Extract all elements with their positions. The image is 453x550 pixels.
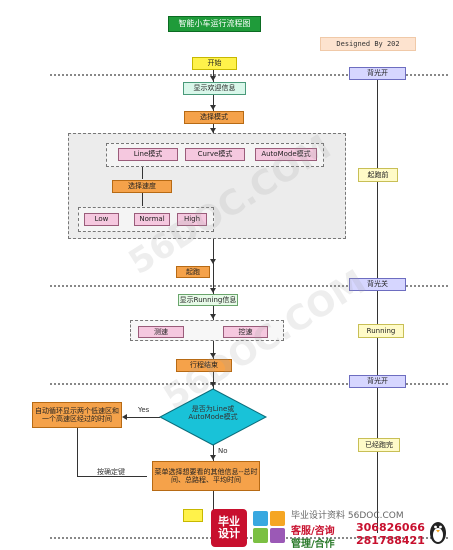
select-speed-node: 选择速度 bbox=[112, 180, 172, 193]
decision-text: 是否为Line或AutoMode模式 bbox=[188, 405, 238, 422]
menu-other-info-node: 菜单选择想要看的其他信息--总时间、总路程、平均时间 bbox=[152, 461, 260, 491]
run-node: 起跑 bbox=[176, 266, 210, 278]
arrow-welcome-mode bbox=[210, 105, 216, 110]
speed-normal-option: Normal bbox=[134, 213, 170, 226]
backlight-on-state-2: 背光开 bbox=[349, 375, 406, 388]
running-state: Running bbox=[358, 324, 404, 338]
start-node: 开始 bbox=[192, 57, 237, 70]
footer-manage-label: 管理/合作 bbox=[291, 539, 335, 550]
arrow-group-run bbox=[210, 259, 216, 264]
phase-divider-2 bbox=[50, 285, 448, 287]
puzzle-icon bbox=[253, 511, 285, 543]
welcome-node: 显示欢迎信息 bbox=[183, 82, 246, 95]
speed-to-options-line bbox=[142, 193, 143, 206]
speed-high-option: High bbox=[177, 213, 207, 226]
arrow-monitor-end bbox=[210, 353, 216, 358]
end-node bbox=[183, 509, 203, 522]
running-info-node: 显示Running信息 bbox=[178, 294, 238, 306]
designed-by-label: Designed By 202 bbox=[320, 37, 416, 51]
diagram-title: 智能小车运行流程图 bbox=[168, 16, 261, 32]
mode-line-option: Line模式 bbox=[118, 148, 178, 161]
arrow-no-menu bbox=[210, 455, 216, 460]
speed-measure-option: 测速 bbox=[138, 326, 184, 338]
mode-to-speed-line bbox=[142, 167, 143, 179]
arrow-end-decision bbox=[210, 382, 216, 387]
footer-logo: 毕业 设计 bbox=[211, 509, 247, 547]
penguin-icon bbox=[430, 522, 446, 544]
footer-logo-line2: 设计 bbox=[218, 527, 240, 540]
end-run-node: 行程结束 bbox=[176, 359, 232, 372]
before-run-state: 起跑前 bbox=[358, 168, 398, 182]
arrow-yes bbox=[122, 414, 127, 420]
speed-low-option: Low bbox=[84, 213, 119, 226]
confirm-key-label: 按确定键 bbox=[97, 468, 125, 476]
decision-diamond bbox=[158, 388, 268, 446]
arrow-mode-group bbox=[210, 128, 216, 133]
footer-manage-number: 281788421 bbox=[356, 534, 425, 547]
mode-auto-option: AutoMode模式 bbox=[255, 148, 317, 161]
phase-divider-1 bbox=[50, 74, 448, 76]
confirm-loop-horizontal bbox=[77, 476, 147, 477]
phase-divider-4 bbox=[50, 537, 448, 539]
arrow-start-welcome bbox=[210, 76, 216, 81]
mode-curve-option: Curve模式 bbox=[185, 148, 245, 161]
backlight-on-state-1: 背光开 bbox=[349, 67, 406, 80]
auto-loop-display-node: 自动循环显示两个低速区和一个高速区经过的时间 bbox=[32, 402, 122, 428]
yes-label: Yes bbox=[138, 406, 150, 414]
footer-service-number: 306826066 bbox=[356, 521, 425, 534]
footer-service-label: 客服/咨询 bbox=[291, 526, 335, 537]
footer-site: 毕业设计资料 56DOC.COM bbox=[291, 511, 404, 521]
no-label: No bbox=[218, 447, 228, 455]
phase-divider-3 bbox=[50, 383, 448, 385]
footer-logo-line1: 毕业 bbox=[218, 514, 240, 528]
select-mode-node: 选择模式 bbox=[184, 111, 244, 124]
speed-control-option: 控速 bbox=[223, 326, 268, 338]
arrow-info-monitor bbox=[210, 314, 216, 319]
confirm-loop-vertical bbox=[77, 428, 78, 476]
yes-branch-line bbox=[127, 417, 160, 418]
finished-state: 已经跑完 bbox=[358, 438, 400, 452]
arrow-run-info bbox=[210, 288, 216, 293]
backlight-off-state: 背光关 bbox=[349, 278, 406, 291]
right-column-line bbox=[377, 80, 378, 533]
